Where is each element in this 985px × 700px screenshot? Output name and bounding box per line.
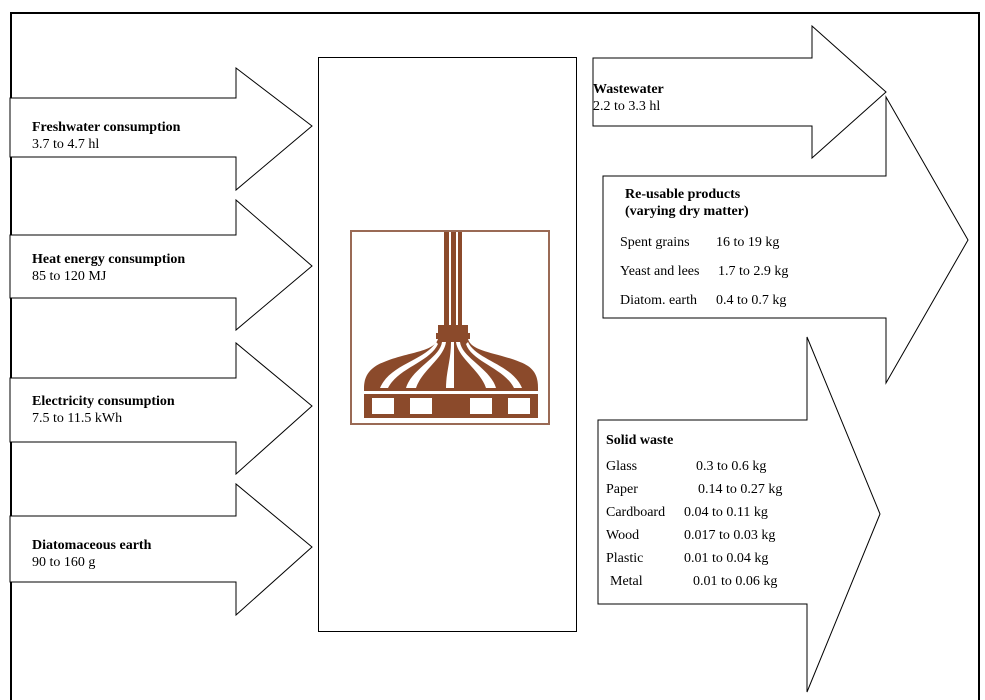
reusable-item: Yeast and lees 1.7 to 2.9 kg (620, 263, 788, 280)
solid-waste-item-name: Paper (606, 482, 638, 497)
solid-waste-item-value: 0.01 to 0.06 kg (693, 574, 778, 589)
input-freshwater: Freshwater consumption 3.7 to 4.7 hl (32, 119, 180, 153)
solid-waste-item-name: Cardboard (606, 505, 666, 520)
input-electricity-value: 7.5 to 11.5 kWh (32, 411, 123, 426)
solid-waste-item-value: 0.14 to 0.27 kg (698, 482, 783, 497)
solid-waste-item: Glass 0.3 to 0.6 kg (606, 458, 766, 475)
input-heat: Heat energy consumption 85 to 120 MJ (32, 251, 185, 285)
solid-waste-title-text: Solid waste (606, 433, 674, 448)
input-arrow-diatomaceous (9, 482, 313, 617)
solid-waste-item-name: Plastic (606, 551, 644, 566)
reusable-item: Diatom. earth 0.4 to 0.7 kg (620, 292, 786, 309)
input-freshwater-title: Freshwater consumption (32, 120, 181, 135)
reusable-item-name: Spent grains (620, 235, 690, 250)
input-arrow-electricity (9, 341, 313, 476)
brewhouse-kettle-icon (350, 230, 550, 425)
reusable-item-name: Diatom. earth (620, 293, 697, 308)
reusable-item-value: 16 to 19 kg (716, 235, 780, 250)
input-heat-value: 85 to 120 MJ (32, 269, 107, 284)
input-heat-title: Heat energy consumption (32, 252, 186, 267)
solid-waste-item: Paper 0.14 to 0.27 kg (606, 481, 782, 498)
input-diatomaceous: Diatomaceous earth 90 to 160 g (32, 537, 151, 571)
output-wastewater: Wastewater 2.2 to 3.3 hl (593, 81, 664, 115)
solid-waste-item-name: Wood (606, 528, 640, 543)
reusable-item-name: Yeast and lees (620, 264, 700, 279)
solid-waste-item: Wood 0.017 to 0.03 kg (606, 527, 775, 544)
input-freshwater-value: 3.7 to 4.7 hl (32, 137, 100, 152)
output-arrow-wastewater (592, 24, 887, 160)
input-diatomaceous-title: Diatomaceous earth (32, 538, 152, 553)
wastewater-title: Wastewater (593, 82, 664, 97)
solid-waste-item-value: 0.01 to 0.04 kg (684, 551, 769, 566)
reusable-title-line1: Re-usable products (625, 187, 741, 202)
solid-waste-item-value: 0.3 to 0.6 kg (696, 459, 767, 474)
diagram-frame (10, 12, 980, 700)
input-arrow-heat (9, 198, 313, 332)
input-arrow-freshwater (9, 66, 313, 192)
reusable-item-value: 0.4 to 0.7 kg (716, 293, 787, 308)
solid-waste-item-value: 0.04 to 0.11 kg (684, 505, 768, 520)
input-diatomaceous-value: 90 to 160 g (32, 555, 96, 570)
input-electricity-title: Electricity consumption (32, 394, 175, 409)
wastewater-value: 2.2 to 3.3 hl (593, 99, 661, 114)
solid-waste-item-name: Glass (606, 459, 638, 474)
output-arrow-solid-waste (597, 336, 881, 693)
output-arrow-reusable (602, 95, 969, 385)
solid-waste-item: Cardboard 0.04 to 0.11 kg (606, 504, 768, 521)
solid-waste-item-name: Metal (610, 574, 643, 589)
solid-waste-item-value: 0.017 to 0.03 kg (684, 528, 776, 543)
solid-waste-item: Plastic 0.01 to 0.04 kg (606, 550, 768, 567)
reusable-item: Spent grains 16 to 19 kg (620, 234, 779, 251)
reusable-item-value: 1.7 to 2.9 kg (718, 264, 789, 279)
solid-waste-item: Metal 0.01 to 0.06 kg (610, 573, 777, 590)
input-electricity: Electricity consumption 7.5 to 11.5 kWh (32, 393, 175, 427)
reusable-title-line2: (varying dry matter) (625, 204, 749, 219)
reusable-title: Re-usable products (varying dry matter) (625, 186, 749, 220)
solid-waste-title: Solid waste (606, 432, 673, 449)
